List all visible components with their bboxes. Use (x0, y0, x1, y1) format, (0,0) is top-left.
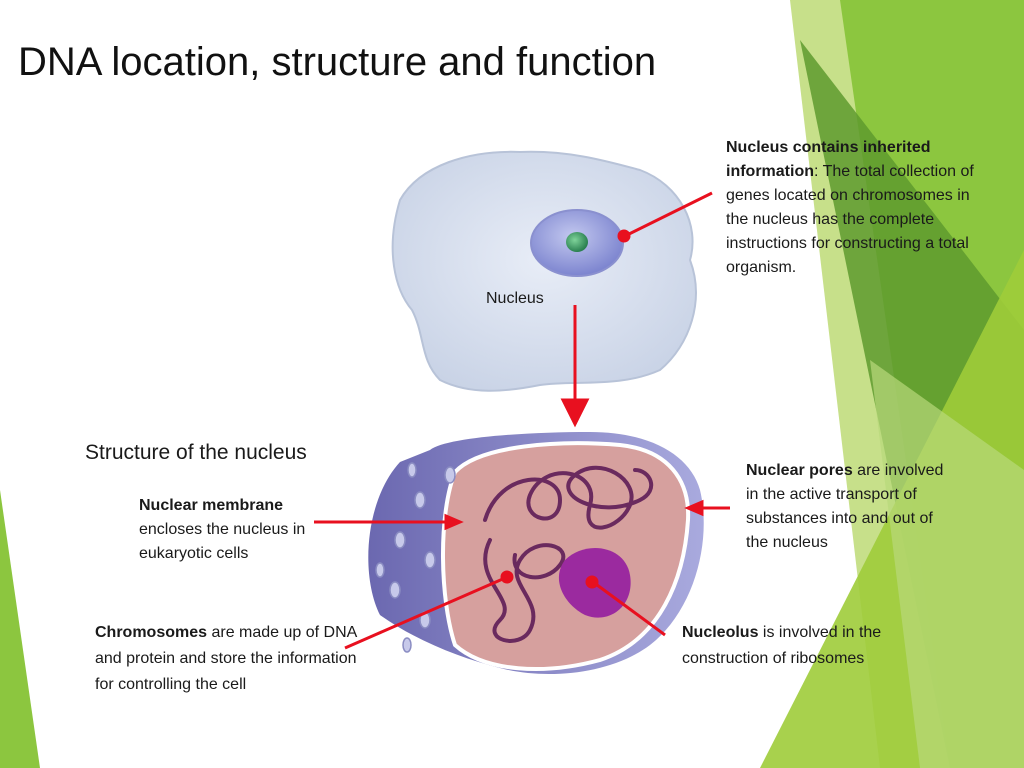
green-left-strip (0, 490, 40, 768)
nucleus-label: Nucleus (486, 290, 544, 307)
nucleus-annotation-text: : The total collection of genes located … (726, 163, 974, 276)
pores-annotation-text: are involved in the active transport of … (746, 462, 944, 551)
membrane-annotation-bold: Nuclear membrane (139, 497, 284, 514)
pores-annotation: Nuclear pores are involved in the active… (746, 459, 946, 555)
membrane-annotation: Nuclear membrane encloses the nucleus in… (139, 494, 339, 566)
chromosomes-annotation-bold: Chromosomes (95, 624, 208, 641)
nucleus-annotation: Nucleus contains inherited information: … (726, 136, 976, 280)
nucleus-annotation-bold: Nucleus contains inherited information (726, 139, 931, 180)
green-band-pale (870, 360, 1024, 768)
membrane-annotation-text: encloses the nucleus in eukaryotic cells (139, 521, 306, 562)
chromatin (483, 465, 654, 643)
chromosomes-annotation: Chromosomes are made up of DNA and prote… (95, 620, 375, 698)
pointer-arrows (314, 191, 730, 650)
nucleolus-annotation-text: is involved in the construction of ribos… (682, 624, 882, 667)
cell-nucleolus (566, 232, 588, 252)
nucleolus-annotation-bold: Nucleolus (682, 624, 759, 641)
cell-body (391, 150, 697, 392)
pores-annotation-bold: Nuclear pores (746, 462, 853, 479)
nuclear-pores (375, 462, 456, 653)
nucleolus-annotation: Nucleolus is involved in the constructio… (682, 620, 882, 672)
slide-title: DNA location, structure and function (18, 40, 657, 84)
chromosomes-annotation-text: are made up of DNA and protein and store… (95, 624, 357, 693)
structure-heading: Structure of the nucleus (85, 441, 307, 464)
